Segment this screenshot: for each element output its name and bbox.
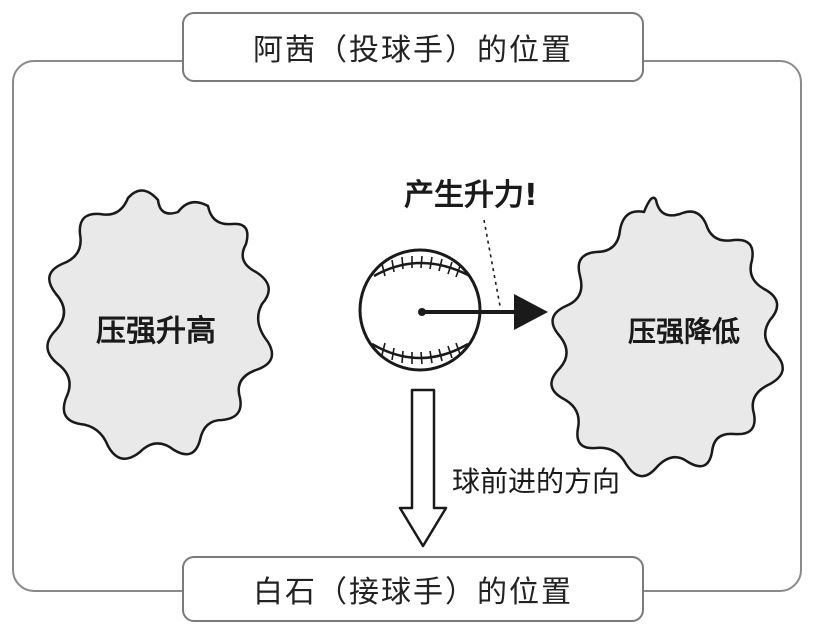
pitcher-position-label: 阿茜（投球手）的位置 bbox=[182, 12, 644, 82]
catcher-position-label: 白石（接球手）的位置 bbox=[182, 556, 644, 622]
lift-label: 产生升力! bbox=[404, 178, 538, 213]
low-pressure-label: 压强降低 bbox=[628, 315, 741, 348]
high-pressure-label: 压强升高 bbox=[96, 314, 216, 349]
arrow-down-icon bbox=[398, 388, 448, 548]
lift-leader-line bbox=[483, 219, 501, 307]
high-pressure-burst bbox=[46, 189, 274, 460]
low-pressure-burst bbox=[550, 196, 784, 478]
direction-label: 球前进的方向 bbox=[452, 465, 621, 498]
arrow-right-icon bbox=[418, 294, 548, 330]
